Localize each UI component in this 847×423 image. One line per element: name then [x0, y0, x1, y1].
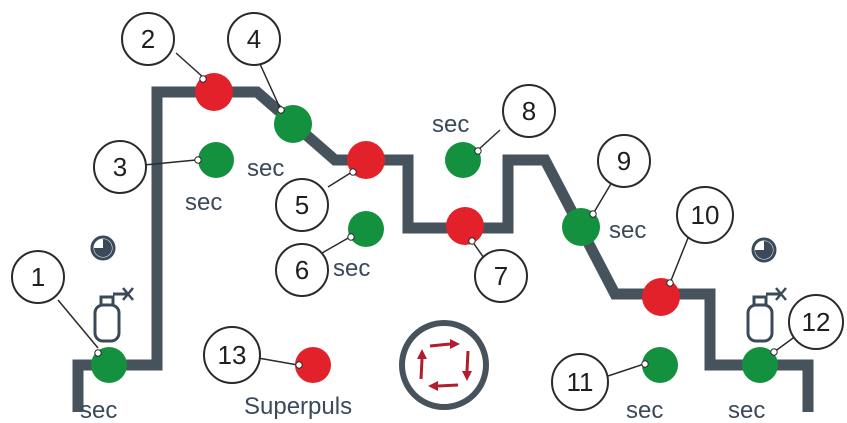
- callout-label: 3: [113, 152, 127, 182]
- gas-cylinder-icon: [93, 287, 134, 343]
- node-3: [194, 142, 234, 178]
- callout-3: 3: [93, 140, 147, 194]
- sec-label: sec: [626, 397, 663, 423]
- sec-label: sec: [80, 397, 117, 423]
- callout-7: 7: [474, 249, 528, 303]
- clock-icon: [751, 237, 777, 263]
- callout-1: 1: [11, 250, 65, 304]
- callout-label: 5: [295, 190, 309, 220]
- callout-label: 10: [691, 200, 720, 230]
- node-13: [295, 347, 331, 383]
- callout-13: 13: [203, 326, 261, 384]
- node-11: [641, 347, 678, 383]
- callout-11: 11: [551, 353, 609, 411]
- callout-label: 11: [567, 367, 594, 397]
- callout-8: 8: [502, 84, 556, 138]
- callout-label: 6: [295, 255, 309, 285]
- node-10: [642, 278, 680, 316]
- callout-label: 2: [141, 24, 155, 54]
- callout-label: 4: [247, 24, 261, 54]
- callout-label: 8: [522, 96, 536, 126]
- node-1: [91, 347, 127, 383]
- callout-label: 12: [802, 307, 831, 337]
- callout-10: 10: [676, 186, 734, 244]
- gas-cylinder-icon: [746, 287, 787, 343]
- callout-label: 1: [31, 262, 45, 292]
- callout-label: 9: [617, 146, 631, 176]
- callout-4: 4: [227, 12, 281, 66]
- sec-label: sec: [247, 155, 284, 182]
- node-5: [347, 141, 385, 179]
- node-6: [347, 211, 384, 247]
- node-9: [562, 208, 600, 246]
- node-4: [274, 105, 312, 143]
- node-8: [445, 142, 482, 178]
- sec-label: sec: [609, 217, 646, 244]
- callout-9: 9: [597, 134, 651, 188]
- sec-label: sec: [333, 255, 370, 282]
- node-2: [195, 73, 233, 111]
- callout-6: 6: [275, 243, 329, 297]
- sec-label: sec: [185, 189, 222, 216]
- callout-label: 7: [494, 261, 508, 291]
- node-7: [446, 207, 484, 245]
- callout-2: 2: [121, 12, 175, 66]
- sec-label: sec: [432, 111, 469, 138]
- callout-label: 13: [218, 340, 247, 370]
- callout-5: 5: [275, 178, 329, 232]
- superpuls-cycle-icon: [399, 320, 489, 410]
- sec-label: sec: [728, 397, 765, 423]
- superpuls-label: Superpuls: [244, 393, 352, 420]
- node-12: [742, 347, 778, 383]
- callout-12: 12: [788, 294, 844, 350]
- clock-icon: [90, 235, 116, 261]
- leader-lines: [57, 52, 805, 379]
